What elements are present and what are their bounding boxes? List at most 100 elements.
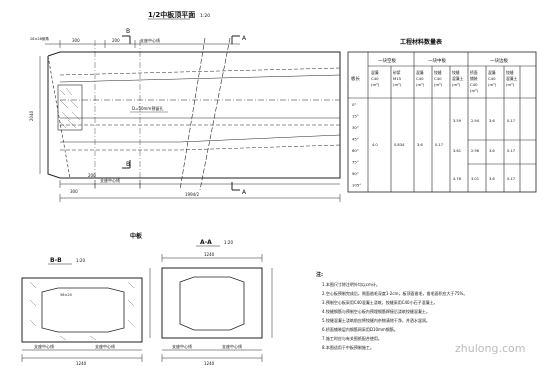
table-row-header: 板长: [351, 75, 360, 82]
table-cell-r1-c6: 2.94: [471, 119, 480, 123]
table-row-label-7: 90°: [352, 171, 359, 176]
table-row-label-8: 105°: [352, 183, 361, 188]
plan-dim-bottom-2: 300: [70, 189, 78, 194]
table-row-label-6: 75°: [352, 160, 359, 165]
table-subheader-3-line-3: (m³): [416, 82, 425, 87]
table-row-label-4: 45°: [352, 137, 359, 142]
table-group-header-3: 一块边板: [490, 57, 508, 64]
table-subheader-5-line-1: 铰缝: [452, 70, 460, 75]
section-aa-label-left: 支座中心线: [172, 343, 192, 349]
table-subheader-2-line-3: (m³): [393, 82, 402, 87]
table-cell-r3-c7: 3.6: [489, 177, 495, 181]
note-line-6: 6.桥面铺装层内钢筋网采用D10mm钢筋。: [322, 326, 398, 332]
section-bb: B-B 1:20 56×20 支座中心线 支座中心线 1240: [21, 257, 143, 366]
table-cell-r2-c6: 2.96: [471, 149, 480, 153]
plan-title: 1/2中板顶平面: [148, 10, 195, 19]
table-cell-r1-c1: 4.0: [372, 143, 378, 147]
section-bb-scale: 1:20: [76, 258, 85, 263]
note-line-5: 5.铰缝混凝土浇筑前应将铰缝内杂物清除干净，并洒水湿润。: [322, 317, 430, 323]
table-row-labels: 0° 15° 30° 45° 60° 75° 90° 105°: [352, 102, 361, 188]
note-line-4: 4.铰缝钢筋与预制空心板内预埋钢筋焊接后浇筑铰缝混凝土。: [322, 308, 430, 314]
table-subheader-6-line-1: 桥面: [470, 70, 478, 75]
table-subheader-4-line-1: 铰缝: [434, 70, 442, 75]
table-cell-r1-c3: 3.6: [417, 143, 423, 147]
plan-dim-top-2: 200: [112, 38, 120, 43]
table-subheader-5-line-2: 混凝土: [452, 76, 464, 81]
table-cell-r2-c7: 3.6: [489, 149, 495, 153]
section-aa-label-right: 支座中心线: [222, 343, 242, 349]
table-subheader-3-line-1: 混凝: [416, 70, 424, 75]
table-group-header-1: 一块空板: [378, 57, 396, 64]
table-subheader-8-line-2: 混凝土: [506, 76, 518, 81]
table-subheader-6-line-4: (m³): [470, 88, 479, 93]
section-bb-label-left: 支座中心线: [34, 343, 54, 349]
table-cell-r2-c5: 3.61: [453, 149, 461, 153]
table-cell-r3-c6: 3.01: [471, 177, 479, 181]
table-row-label-1: 0°: [352, 102, 356, 107]
notes-heading: 注:: [316, 271, 323, 278]
plan-dim-total: 1994/2: [185, 192, 200, 197]
table-subheader-7-line-2: C40: [488, 76, 496, 81]
table-subheader-7-line-1: 混凝: [488, 70, 496, 75]
support-center-top-label: 支座中心线: [140, 37, 160, 43]
section-b-marker-top: B: [126, 28, 130, 35]
table-subheader-1-line-3: (m³): [371, 82, 380, 87]
table-subheader-4-line-3: (m³): [434, 82, 443, 87]
note-line-2: 2.空心板预制完成后，侧面凿毛深度1-2cm，板顶面凿毛，凿毛面积应大于75%。: [322, 290, 467, 296]
sub-title: 中板: [130, 232, 143, 240]
note-line-1: 1.本图尺寸除注明外均以cm计。: [322, 281, 380, 287]
section-b-marker-bottom: B: [126, 161, 130, 168]
table-row-label-2: 15°: [352, 114, 359, 119]
plan-dim-top-1: 300: [72, 38, 80, 43]
table-cell-r1-c5: 3.59: [453, 119, 462, 123]
hinge-note: D=50mm预留孔: [132, 105, 163, 111]
watermark: zhulong.com: [455, 342, 525, 355]
table-subheader-6-line-3: C40: [470, 82, 478, 87]
section-a-marker-bottom: A: [242, 189, 247, 196]
table-cell-r2-c8: 0.17: [507, 149, 515, 153]
table-subheader-8-line-3: (m³): [506, 82, 515, 87]
material-table: 工程材料数量表 一块空板 一块中板 一块边板 板长 混凝C40(m³)砂浆M15…: [347, 38, 537, 193]
notes: 注: 1.本图尺寸除注明外均以cm计。 2.空心板预制完成后，侧面凿毛深度1-2c…: [316, 271, 467, 350]
table-row-label-3: 30°: [352, 125, 359, 130]
section-aa-scale: 1:20: [224, 240, 233, 245]
table-title: 工程材料数量表: [400, 38, 443, 46]
table-cell-r1-c8: 0.17: [507, 119, 515, 123]
support-center-bottom-label: 支座中心线: [100, 177, 120, 183]
section-aa-title: A-A: [200, 239, 212, 246]
table-group-header-2: 一块中板: [428, 57, 446, 64]
plan-view: 1/2中板顶平面 1:20 300 200 支座中心线 28×28倒角: [29, 10, 341, 202]
table-subheader-2-line-1: 砂浆: [393, 70, 401, 75]
section-bb-title: B-B: [50, 257, 62, 264]
table-row-label-5: 60°: [352, 148, 359, 153]
table-cell-r1-c7: 3.6: [489, 119, 495, 123]
plan-dim-left: 2040: [29, 110, 34, 121]
table-subheader-7-line-3: (m³): [488, 82, 497, 87]
table-cell-r3-c5: 4.76: [453, 177, 462, 181]
table-subheader-4-line-2: C40: [434, 76, 442, 81]
section-aa: A-A 1:20 1240 支座中心线 支座中心线 1240: [149, 239, 273, 366]
note-line-3: 3.预制空心板采用C40混凝土浇筑，铰缝采用C40小石子混凝土。: [322, 299, 438, 305]
table-cell-r1-c4: 0.17: [435, 143, 443, 147]
section-a-marker-top: A: [242, 35, 247, 42]
plan-dim-bottom-1: 200: [88, 173, 96, 178]
section-aa-dim-bottom: 1240: [204, 361, 215, 366]
table-subheader-5-line-3: (m³): [452, 82, 461, 87]
table-subheader-1-line-2: C40: [371, 76, 379, 81]
table-cell-r1-c2: 0.834: [394, 143, 405, 147]
note-line-7: 7.施工时应与有关图纸配合使用。: [322, 335, 382, 341]
table-subheaders: 混凝C40(m³)砂浆M15(m³)混凝C40(m³)铰缝C40(m³)铰缝混凝…: [371, 70, 518, 93]
chamfer-note: 28×28倒角: [30, 36, 49, 41]
table-subheader-8-line-1: 铰缝: [506, 70, 514, 75]
notes-lines: 1.本图尺寸除注明外均以cm计。 2.空心板预制完成后，侧面凿毛深度1-2cm，板…: [322, 281, 467, 350]
section-bb-inner-note: 56×20: [60, 293, 72, 297]
section-aa-dim-top: 1240: [204, 252, 215, 257]
section-bb-label-right: 支座中心线: [95, 343, 115, 349]
plan-scale: 1:20: [200, 13, 210, 19]
table-subheader-3-line-2: C40: [416, 76, 424, 81]
table-subheader-1-line-1: 混凝: [371, 70, 379, 75]
note-line-8: 8.本图适用于中板预制施工。: [322, 344, 374, 350]
table-subheader-2-line-2: M15: [393, 76, 402, 81]
table-values: 4.0 0.834 3.6 0.17 3.59 2.94 3.6 0.17 3.61 2.96 3.…: [372, 119, 515, 181]
